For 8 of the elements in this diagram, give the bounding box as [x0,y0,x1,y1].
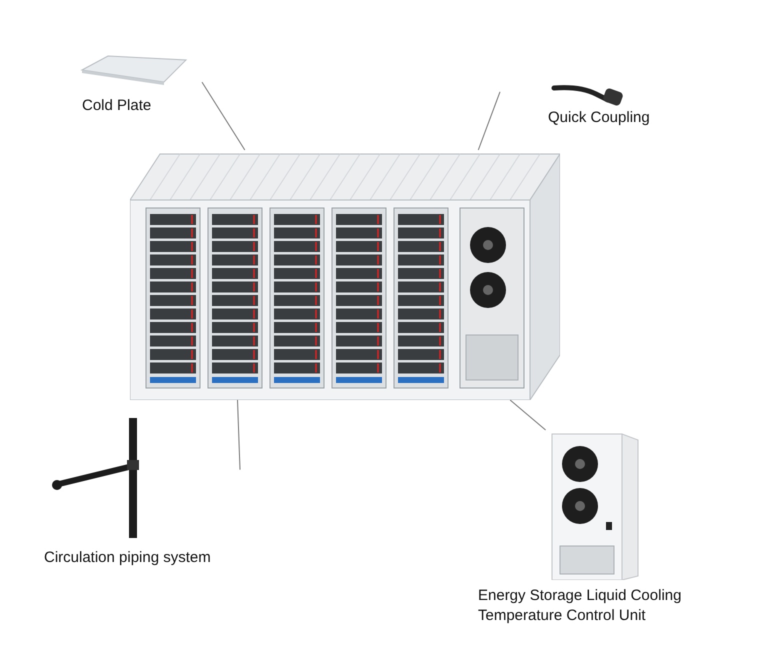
leader-line [202,82,246,150]
part-label: Cold Plate [82,96,152,116]
leader-line [237,400,240,470]
part-label: Energy Storage Liquid Cooling Temperature Control Unit [478,586,682,626]
leader-line [478,91,500,150]
part-label: Circulation piping system [44,548,211,568]
part-label: Quick Coupling [548,108,650,128]
leader-line [510,400,546,430]
